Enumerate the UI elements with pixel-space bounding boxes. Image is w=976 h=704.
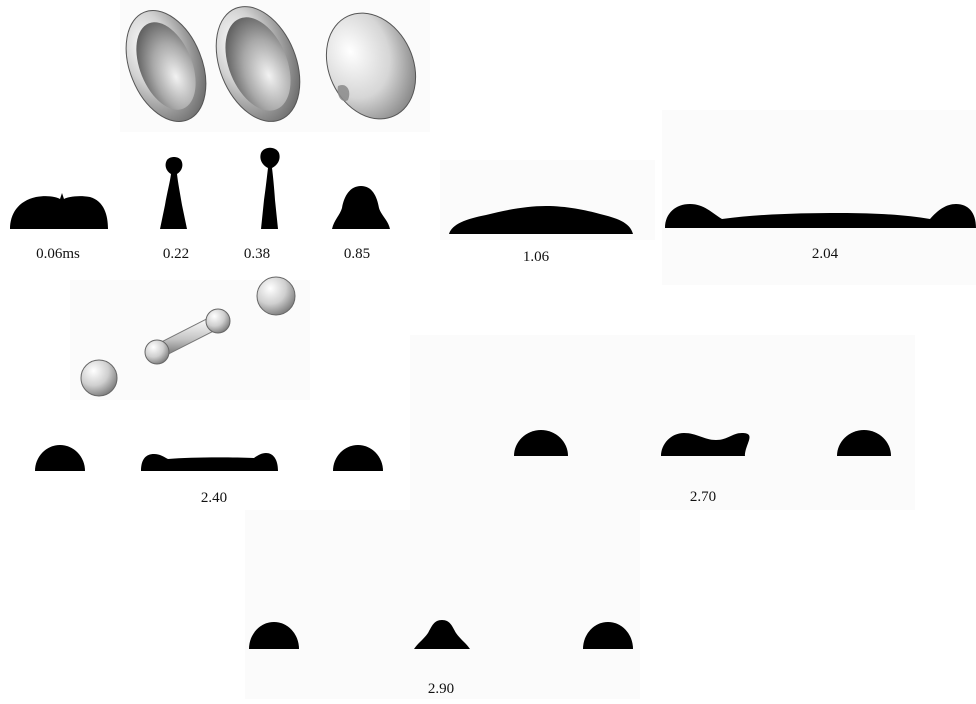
time-label: 0.38 (244, 246, 270, 263)
time-label: 2.70 (690, 489, 716, 506)
time-label: 0.06ms (36, 246, 80, 263)
silhouette-0-85 (332, 186, 390, 229)
silhouette-0-38 (260, 148, 279, 229)
silhouette-2-40-left (35, 445, 85, 471)
time-label: 2.40 (201, 490, 227, 507)
time-label: 2.90 (428, 681, 454, 698)
panel-backgrounds (70, 0, 976, 699)
silhouette-2-40-middle (141, 453, 278, 471)
time-label: 0.85 (344, 246, 370, 263)
silhouette-2-40-right (333, 445, 383, 471)
time-label: 0.22 (163, 246, 189, 263)
silhouette-0-06ms (10, 193, 108, 229)
time-label: 2.04 (812, 246, 838, 263)
silhouette-0-22 (160, 157, 187, 229)
time-label: 1.06 (523, 249, 549, 266)
sphere-3d-render-right (257, 277, 295, 315)
sphere-3d-render-left (81, 360, 117, 396)
